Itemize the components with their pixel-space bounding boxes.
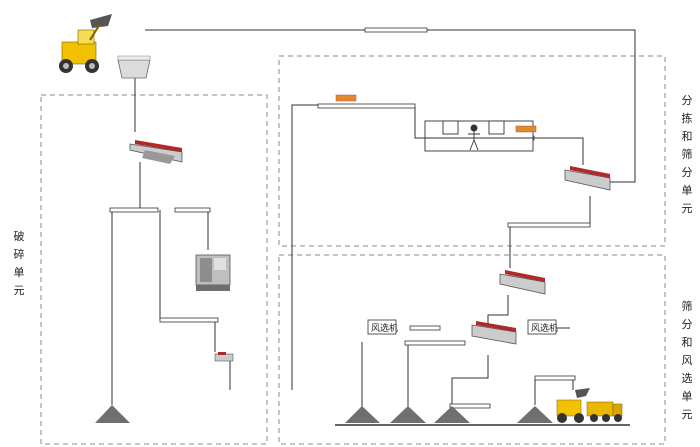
orange-unit-1 <box>335 94 357 102</box>
vibrating-feeder <box>129 140 183 164</box>
conveyor-pile-3 <box>449 403 491 409</box>
pile-crushing <box>95 405 130 423</box>
crushing-unit-label: 破碎单元 <box>13 230 25 297</box>
conveyor-sorting-in <box>317 103 416 109</box>
conveyors <box>109 27 591 409</box>
pile-3 <box>434 406 470 423</box>
sorting-unit-boundary <box>278 55 666 247</box>
conveyor-pile-4 <box>534 375 576 381</box>
vibrating-screen-main <box>499 270 546 295</box>
wheel-loader-icon <box>59 14 112 73</box>
vibrating-screen-air <box>471 321 517 345</box>
pile-4 <box>517 406 553 423</box>
screening-unit-boundary <box>278 254 666 445</box>
pile-1 <box>345 406 380 423</box>
screening-unit-label: 筛分和风选单元 <box>681 300 693 421</box>
stock-piles <box>95 405 553 423</box>
sorting-platform <box>424 120 534 152</box>
discharge-feeder <box>214 352 234 362</box>
impact-crusher <box>195 254 231 291</box>
pile-2 <box>390 406 426 423</box>
air-separator-label-2: 风选机 <box>531 322 558 334</box>
sorting-unit-label: 分拣和筛分单元 <box>681 94 693 215</box>
conveyor-air-left <box>409 325 441 331</box>
air-separator-box-2 <box>527 319 557 335</box>
flow-lines <box>111 29 636 408</box>
vibrating-screen-sorting <box>564 166 611 191</box>
conveyor-top-return <box>364 27 428 33</box>
conveyor-air-mid <box>404 340 466 346</box>
orange-unit-2 <box>515 125 537 133</box>
conveyor-to-crusher <box>174 207 211 213</box>
feed-hopper <box>117 55 151 79</box>
air-separator-box-1 <box>367 319 397 335</box>
conveyor-to-screen <box>507 222 591 228</box>
crushing-unit-boundary <box>40 94 268 445</box>
conveyor-crusher-out <box>159 317 219 323</box>
conveyor-feeder-out <box>109 207 159 213</box>
air-separator-label-1: 风选机 <box>371 322 398 334</box>
loader-truck-icon <box>556 388 623 423</box>
